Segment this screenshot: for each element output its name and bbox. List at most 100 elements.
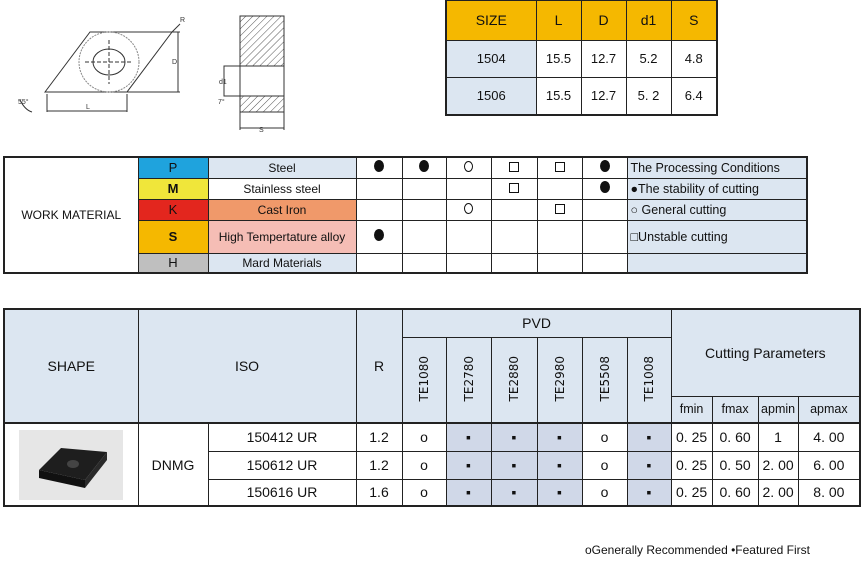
- size-table: SIZE L D d1 S 1504 15.5 12.7 5.2 4.8 150…: [445, 0, 718, 116]
- l-header: L: [535, 0, 582, 41]
- condition-legend: □Unstable cutting: [626, 219, 808, 254]
- size-header: SIZE: [445, 0, 537, 41]
- circle-icon: [464, 202, 473, 214]
- suitability-cell: [581, 198, 628, 221]
- suitability-cell: [355, 219, 403, 254]
- grade-mark: ▪: [626, 422, 672, 452]
- suitability-cell: [490, 156, 538, 179]
- legend-footer: oGenerally Recommended •Featured First: [585, 543, 810, 557]
- suitability-cell: [355, 177, 403, 200]
- size-cell: 12.7: [580, 39, 627, 78]
- grade-mark: ▪: [490, 450, 538, 480]
- s-header: S: [670, 0, 718, 41]
- suitability-cell: [445, 156, 492, 179]
- shape-header: SHAPE: [3, 308, 139, 424]
- condition-legend: [626, 252, 808, 274]
- material-code: P: [137, 156, 209, 179]
- param-value: 0. 25: [670, 450, 713, 480]
- material-code: M: [137, 177, 209, 200]
- grade-mark: ▪: [445, 422, 492, 452]
- pvd-header: PVD: [401, 308, 672, 338]
- param-header: fmax: [711, 395, 759, 424]
- suitability-cell: [536, 156, 583, 179]
- iso-code: 150612 UR: [207, 450, 357, 480]
- square-icon: [554, 203, 565, 214]
- material-name: Mard Materials: [207, 252, 357, 274]
- radius-label: R: [180, 17, 185, 24]
- insert-family: DNMG: [137, 422, 209, 507]
- chamfer-label: 7°: [218, 98, 225, 106]
- square-icon: [554, 161, 565, 172]
- iso-header: ISO: [137, 308, 357, 424]
- suitability-cell: [355, 252, 403, 274]
- param-header: fmin: [670, 395, 713, 424]
- grade-mark: o: [581, 450, 628, 480]
- material-name: Steel: [207, 156, 357, 179]
- grade-label: TE2780: [461, 355, 476, 401]
- grade-mark: ▪: [626, 450, 672, 480]
- param-value: 4. 00: [797, 422, 861, 452]
- angle-label: 55°: [18, 98, 29, 106]
- param-value: 8. 00: [797, 478, 861, 507]
- material-code: S: [137, 219, 209, 254]
- suitability-cell: [401, 219, 447, 254]
- grade-mark: o: [581, 422, 628, 452]
- grade-label: TE1080: [417, 355, 431, 401]
- grade-mark: o: [401, 422, 447, 452]
- size-cell: 5.2: [625, 39, 672, 78]
- grade-header: TE1080: [401, 336, 447, 424]
- size-cell: 1504: [445, 39, 537, 78]
- radius-value: 1.2: [355, 450, 403, 480]
- insert-technical-drawing: R D L 55° d1 7° S: [18, 15, 285, 134]
- condition-legend: The Processing Conditions: [626, 156, 808, 179]
- param-value: 6. 00: [797, 450, 861, 480]
- grade-label: TE5508: [597, 355, 612, 401]
- suitability-cell: [581, 177, 628, 200]
- suitability-cell: [401, 156, 447, 179]
- suitability-cell: [401, 198, 447, 221]
- suitability-cell: [536, 198, 583, 221]
- size-cell: 1506: [445, 76, 537, 116]
- size-cell: 6.4: [670, 76, 718, 116]
- shape-cell: [3, 422, 139, 507]
- grade-header: TE5508: [581, 336, 628, 424]
- suitability-cell: [581, 156, 628, 179]
- insert-image: [19, 429, 124, 500]
- grade-label: TE1008: [642, 355, 657, 401]
- grade-header: TE2780: [445, 336, 492, 424]
- suitability-cell: [355, 198, 403, 221]
- size-row: 1506 15.5 12.7 5. 2 6.4: [445, 76, 718, 116]
- grade-mark: ▪: [536, 478, 583, 507]
- solid-dot-icon: [374, 229, 384, 241]
- square-icon: [509, 161, 519, 172]
- param-value: 0. 60: [711, 422, 759, 452]
- suitability-cell: [581, 219, 628, 254]
- suitability-cell: [355, 156, 403, 179]
- d-header: D: [580, 0, 627, 41]
- suitability-cell: [445, 219, 492, 254]
- param-value: 0. 25: [670, 478, 713, 507]
- grade-mark: o: [401, 450, 447, 480]
- grade-mark: o: [581, 478, 628, 507]
- param-header: apmin: [757, 395, 799, 424]
- grade-header: TE2980: [536, 336, 583, 424]
- product-table: SHAPE ISO R PVD Cutting Parameters TE108…: [3, 308, 861, 507]
- grade-mark: ▪: [536, 450, 583, 480]
- param-header: apmax: [797, 395, 861, 424]
- suitability-cell: [490, 219, 538, 254]
- diameter-label: D: [172, 59, 177, 66]
- grade-mark: ▪: [490, 478, 538, 507]
- r-header: R: [355, 308, 403, 424]
- grade-label: TE2880: [507, 355, 521, 401]
- condition-legend: ○ General cutting: [626, 198, 808, 221]
- size-row: 1504 15.5 12.7 5.2 4.8: [445, 39, 718, 78]
- material-code: H: [137, 252, 209, 274]
- suitability-cell: [536, 177, 583, 200]
- grade-mark: ▪: [490, 422, 538, 452]
- thickness-label: S: [259, 127, 264, 134]
